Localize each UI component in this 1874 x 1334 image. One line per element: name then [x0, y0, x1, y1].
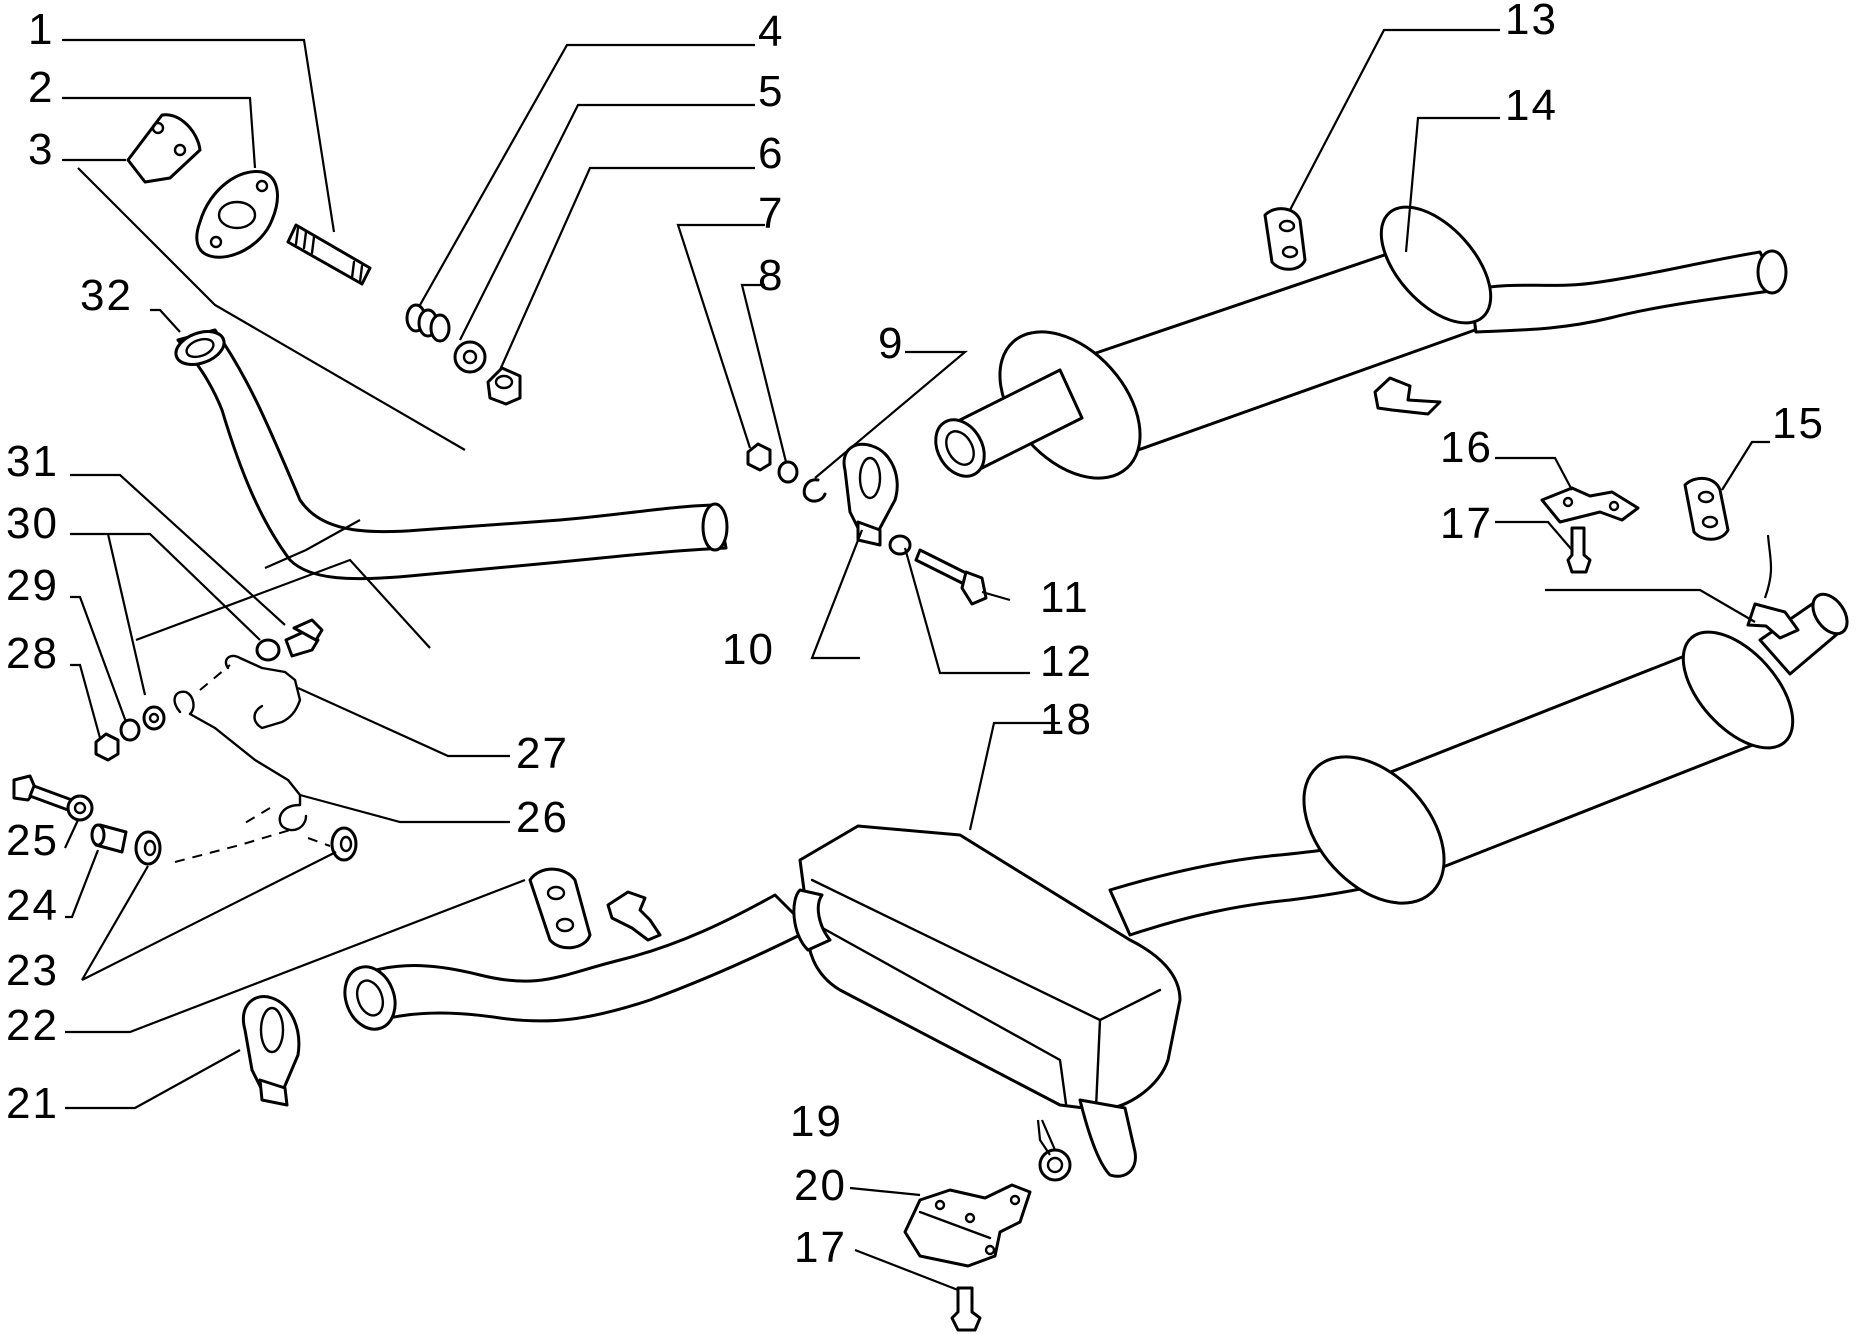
callout-1: 1: [28, 5, 54, 54]
callout-17-upper: 17: [1440, 499, 1493, 548]
callout-28: 28: [6, 629, 59, 678]
callout-22: 22: [6, 1001, 59, 1050]
assembly-line-a: [199, 664, 231, 691]
part-washer[interactable]: [453, 340, 487, 374]
callout-9: 9: [878, 319, 904, 368]
part-spacer-sleeve[interactable]: [90, 823, 128, 854]
assembly-line-b: [174, 829, 291, 863]
callout-23: 23: [6, 946, 59, 995]
part-nut[interactable]: [486, 366, 522, 406]
part-front-pipe[interactable]: [171, 325, 729, 581]
callout-2: 2: [28, 63, 54, 112]
callout-25: 25: [6, 816, 59, 865]
callout-30: 30: [6, 499, 59, 548]
part-rubber-mount-middle[interactable]: [528, 867, 592, 950]
assembly-line-c: [307, 837, 331, 847]
assembly-line-d: [239, 807, 271, 827]
callout-13: 13: [1505, 0, 1558, 44]
callout-10: 10: [722, 625, 775, 674]
part-clamp[interactable]: [842, 442, 899, 547]
part-small-bolt-upper[interactable]: [1566, 526, 1592, 574]
part-washer-29[interactable]: [119, 718, 141, 742]
callout-16: 16: [1440, 423, 1493, 472]
callout-3: 3: [28, 125, 54, 174]
part-ring-seal[interactable]: [1038, 1148, 1072, 1182]
leader-lines: [62, 28, 1773, 1292]
part-flange-gasket[interactable]: [195, 170, 279, 259]
callout-21: 21: [6, 1079, 59, 1128]
part-rubber-bushing-b[interactable]: [330, 826, 358, 862]
part-small-bolt-lower[interactable]: [950, 1286, 982, 1332]
callout-24: 24: [6, 881, 59, 930]
callout-27: 27: [516, 729, 569, 778]
callout-19: 19: [790, 1097, 843, 1146]
part-wire-hanger-upper[interactable]: [224, 654, 302, 730]
callout-12: 12: [1040, 637, 1093, 686]
part-rubber-mount-rear[interactable]: [1683, 476, 1730, 541]
part-wire-hanger[interactable]: [173, 690, 308, 832]
part-intermediate-silencer[interactable]: [926, 188, 1788, 505]
callout-7: 7: [758, 189, 784, 238]
callout-11: 11: [1040, 573, 1090, 622]
part-nut-28[interactable]: [94, 732, 120, 762]
part-bolt-left[interactable]: [12, 774, 94, 822]
part-rubber-bushing-a[interactable]: [134, 830, 162, 866]
part-mounting-bracket[interactable]: [903, 1183, 1032, 1268]
part-nut-small[interactable]: [746, 442, 772, 472]
part-rubber-mount-upper[interactable]: [1263, 207, 1307, 271]
part-clamp-lower[interactable]: [242, 995, 301, 1107]
callout-32: 32: [80, 271, 133, 320]
callout-5: 5: [758, 67, 784, 116]
callout-29: 29: [6, 561, 59, 610]
part-lock-washer-small[interactable]: [777, 460, 799, 484]
callout-15: 15: [1772, 399, 1825, 448]
callout-31: 31: [6, 437, 59, 486]
callout-17-lower: 17: [794, 1223, 847, 1272]
part-clamp-bolt[interactable]: [914, 548, 988, 606]
part-bolt-31[interactable]: [255, 618, 324, 662]
callout-26: 26: [516, 793, 569, 842]
callout-14: 14: [1505, 81, 1558, 130]
callout-8: 8: [758, 251, 784, 300]
part-rear-exhaust-assembly[interactable]: [337, 588, 1855, 1178]
callout-4: 4: [758, 7, 784, 56]
part-hanger-bracket[interactable]: [1540, 486, 1640, 524]
part-clip-ring[interactable]: [802, 478, 827, 503]
callout-18: 18: [1040, 695, 1093, 744]
part-spring-set[interactable]: [405, 303, 451, 343]
callout-6: 6: [758, 129, 784, 178]
part-stud[interactable]: [286, 223, 372, 286]
callout-20: 20: [794, 1161, 847, 1210]
part-washer-30[interactable]: [142, 705, 166, 731]
part-heat-shield-bracket[interactable]: [126, 113, 202, 184]
